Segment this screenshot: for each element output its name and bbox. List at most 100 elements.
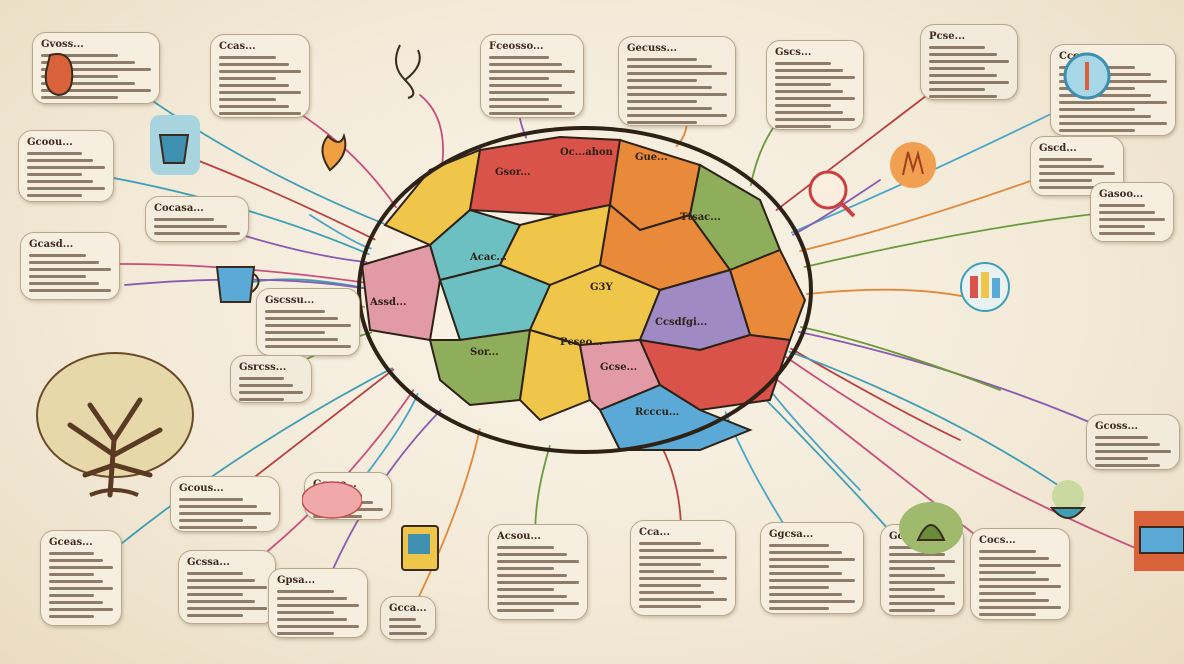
note-text-line — [889, 609, 936, 612]
note-text-line — [187, 600, 255, 603]
note-text-line — [239, 391, 303, 394]
note-text-line — [889, 553, 946, 556]
note-text-line — [187, 572, 243, 575]
note-text-line — [219, 63, 289, 66]
note-title: Gcoss... — [1095, 421, 1139, 432]
note-title: Gecuss... — [627, 43, 677, 54]
note-text-line — [497, 560, 579, 563]
lobe-label: Pcseo... — [560, 337, 603, 348]
note-text-line — [979, 613, 1037, 616]
note-text-line — [489, 56, 550, 59]
note-text-line — [41, 96, 118, 99]
note-text-line — [41, 54, 118, 57]
note-text-line — [627, 79, 697, 82]
note-text-line — [1039, 179, 1093, 182]
note-text-line — [179, 498, 244, 501]
note-title: Gcous... — [179, 483, 224, 494]
note-text-line — [219, 77, 277, 80]
note-text-line — [489, 98, 550, 101]
note-text-line — [497, 574, 567, 577]
note-title: Cca... — [639, 527, 670, 538]
note-text-line — [239, 398, 284, 401]
note-text-line — [929, 60, 1009, 63]
chart-icon — [1130, 505, 1184, 575]
note-text-line — [1099, 211, 1156, 214]
note-text-line — [219, 84, 289, 87]
note-text-line — [1059, 108, 1135, 111]
note-title: Ggcsa... — [769, 529, 814, 540]
note-text-line — [1039, 186, 1104, 189]
lobe-label: Rcccu... — [635, 407, 679, 418]
note-text-line — [489, 77, 550, 80]
note-text-line — [219, 56, 277, 59]
note-text-line — [889, 581, 955, 584]
note-text-line — [769, 586, 830, 589]
note-text-line — [265, 324, 351, 327]
lobe-label: Sor... — [470, 347, 499, 358]
note-title: Cocs... — [979, 535, 1016, 546]
note-text-line — [639, 556, 727, 559]
note-text-line — [929, 67, 985, 70]
note-text-line — [639, 577, 727, 580]
note-text-line — [979, 564, 1061, 567]
note-text-line — [1039, 172, 1115, 175]
note-text-line — [889, 602, 955, 605]
note-text-line — [889, 567, 936, 570]
note-text-line — [29, 275, 87, 278]
note-card: Gcasd... — [20, 232, 120, 300]
note-text-line — [239, 377, 284, 380]
note-text-line — [627, 93, 727, 96]
note-text-line — [639, 605, 701, 608]
note-card: Cocs... — [970, 528, 1070, 620]
note-text-line — [627, 107, 712, 110]
note-text-line — [27, 187, 105, 190]
note-title: Gpsa... — [277, 575, 316, 586]
note-card: Ccas... — [210, 34, 310, 118]
note-text-line — [497, 588, 555, 591]
note-text-line — [775, 118, 855, 121]
note-text-line — [627, 72, 727, 75]
note-text-line — [979, 557, 1049, 560]
note-text-line — [49, 601, 104, 604]
note-text-line — [49, 566, 113, 569]
note-text-line — [1095, 443, 1160, 446]
note-text-line — [1039, 158, 1093, 161]
note-title: Cocasa... — [154, 203, 204, 214]
note-text-line — [389, 625, 422, 628]
note-text-line — [497, 553, 567, 556]
lobe-label: Gue... — [635, 152, 668, 163]
note-text-line — [187, 614, 243, 617]
figure-icon — [370, 40, 440, 100]
lobe-label: G3Y — [590, 282, 613, 293]
note-text-line — [154, 232, 240, 235]
note-text-line — [41, 61, 135, 64]
note-card: Gasoo... — [1090, 182, 1174, 242]
note-text-line — [775, 104, 831, 107]
note-text-line — [627, 100, 697, 103]
globe-icon — [1062, 50, 1112, 106]
note-text-line — [389, 632, 427, 635]
note-text-line — [775, 83, 831, 86]
note-card: Gcssa... — [178, 550, 276, 624]
note-text-line — [639, 591, 714, 594]
note-text-line — [769, 593, 843, 596]
lobe-label: Oc...ahon — [560, 147, 614, 158]
note-text-line — [187, 579, 255, 582]
note-text-line — [639, 570, 714, 573]
note-text-line — [979, 592, 1037, 595]
note-text-line — [769, 565, 830, 568]
bowl-icon — [1046, 478, 1090, 528]
note-card: Gcoss... — [1086, 414, 1180, 470]
lobe-label: Gcse... — [600, 362, 637, 373]
note-text-line — [41, 89, 151, 92]
hand-icon — [888, 140, 938, 190]
note-title: Gsrcss... — [239, 362, 287, 373]
lobe-label: Ttsac... — [680, 212, 721, 223]
note-text-line — [489, 105, 563, 108]
note-text-line — [497, 609, 555, 612]
note-text-line — [979, 599, 1049, 602]
note-text-line — [775, 62, 831, 65]
note-text-line — [497, 581, 579, 584]
note-card: Gscssu... — [256, 288, 360, 356]
